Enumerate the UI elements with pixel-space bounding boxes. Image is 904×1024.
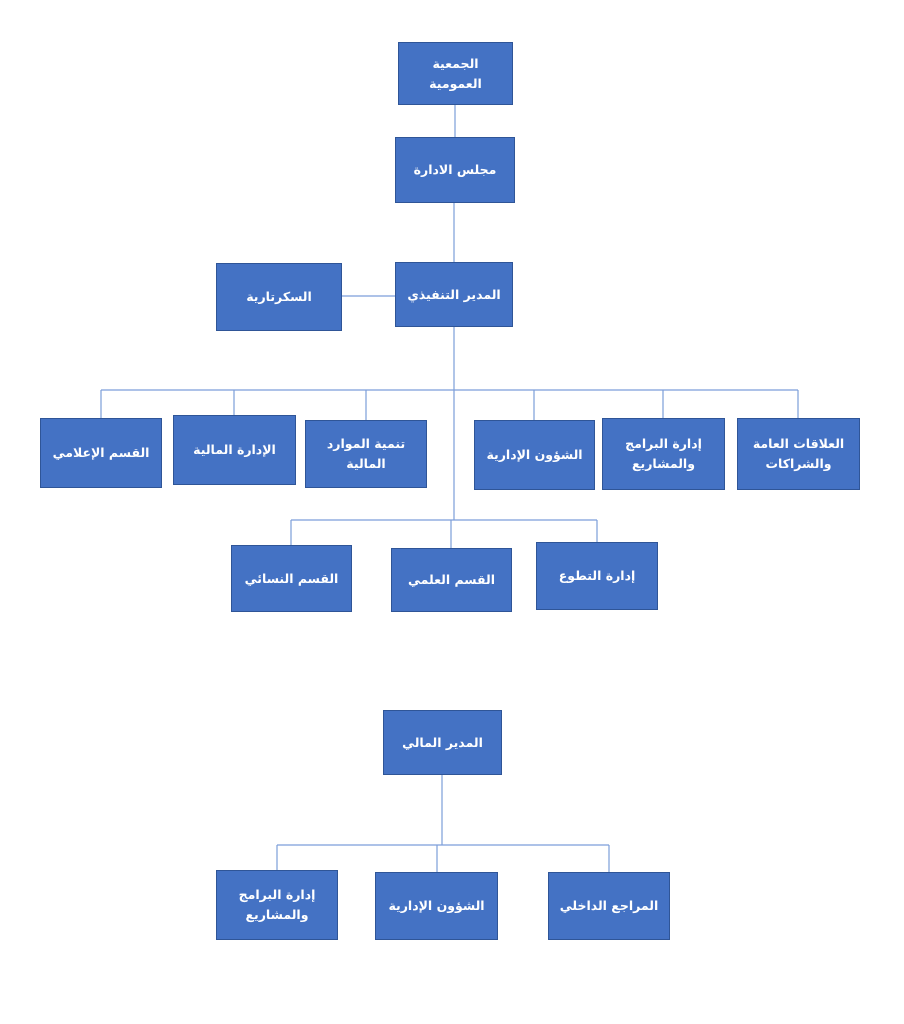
node-label: القسم الإعلامي bbox=[52, 445, 150, 460]
node-label: المراجع الداخلي bbox=[559, 898, 659, 913]
node-label: الشؤون الإدارية bbox=[388, 898, 485, 913]
node-label: السكرتارية bbox=[246, 289, 312, 304]
org-node-administrative-affairs-2[interactable]: الشؤون الإدارية bbox=[375, 872, 498, 940]
node-label: القسم النسائي bbox=[244, 570, 339, 586]
org-node-programs-projects[interactable]: إدارة البرامج والمشاريع bbox=[602, 418, 725, 490]
node-label: القسم العلمي bbox=[407, 572, 495, 587]
node-label: الشؤون الإدارية bbox=[486, 447, 583, 462]
node-label: العلاقات العامة والشراكات bbox=[752, 436, 845, 471]
org-node-general-assembly[interactable]: الجمعية العمومية bbox=[398, 42, 513, 105]
org-node-secretariat[interactable]: السكرتارية bbox=[216, 263, 342, 331]
node-label: مجلس الادارة bbox=[413, 162, 497, 177]
org-node-media-department[interactable]: القسم الإعلامي bbox=[40, 418, 162, 488]
org-node-financial-manager[interactable]: المدير المالي bbox=[383, 710, 502, 775]
org-node-programs-projects-2[interactable]: إدارة البرامج والمشاريع bbox=[216, 870, 338, 940]
org-node-scientific-section[interactable]: القسم العلمي bbox=[391, 548, 512, 612]
org-node-internal-auditor[interactable]: المراجع الداخلي bbox=[548, 872, 670, 940]
org-node-volunteering-administration[interactable]: إدارة التطوع bbox=[536, 542, 658, 610]
org-node-financial-administration[interactable]: الإدارة المالية bbox=[173, 415, 296, 485]
org-node-public-relations-partnerships[interactable]: العلاقات العامة والشراكات bbox=[737, 418, 860, 490]
node-label: إدارة التطوع bbox=[558, 568, 636, 583]
org-node-administrative-affairs[interactable]: الشؤون الإدارية bbox=[474, 420, 595, 490]
org-node-financial-resources-development[interactable]: تنمية الموارد المالية bbox=[305, 420, 427, 488]
org-node-board-of-directors[interactable]: مجلس الادارة bbox=[395, 137, 515, 203]
node-label: تنمية الموارد المالية bbox=[326, 436, 406, 471]
node-label: المدير التنفيذي bbox=[407, 286, 501, 302]
node-label: إدارة البرامج والمشاريع bbox=[238, 887, 316, 922]
node-label: الإدارة المالية bbox=[193, 442, 276, 457]
node-label: الجمعية العمومية bbox=[429, 55, 482, 91]
org-node-executive-director[interactable]: المدير التنفيذي bbox=[395, 262, 513, 327]
org-node-womens-section[interactable]: القسم النسائي bbox=[231, 545, 352, 612]
node-label: المدير المالي bbox=[402, 734, 483, 750]
node-label: إدارة البرامج والمشاريع bbox=[625, 436, 702, 471]
